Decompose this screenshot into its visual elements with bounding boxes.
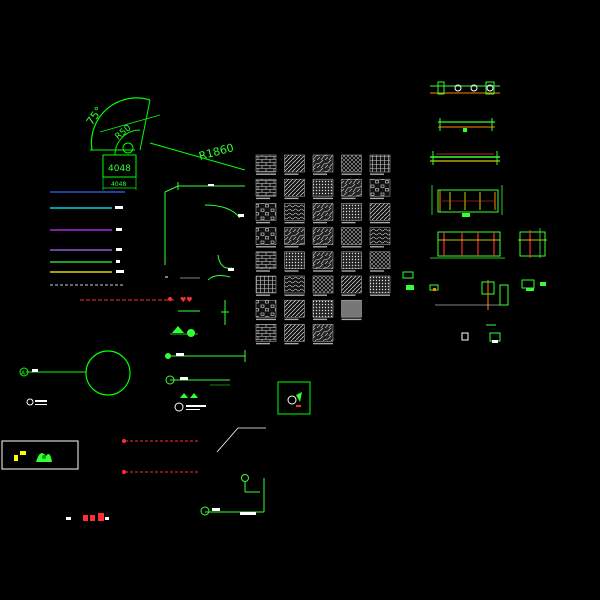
hatch-swatch-caption	[284, 221, 305, 224]
hatch-swatch	[284, 251, 305, 270]
elevation-details	[402, 81, 547, 343]
hatch-swatch-caption	[313, 197, 333, 200]
hatch-swatch	[255, 299, 277, 318]
hatch-swatch-caption	[370, 246, 384, 248]
hatch-swatch	[255, 251, 277, 270]
hatch-swatch	[255, 227, 277, 245]
plant-symbol-box	[277, 381, 311, 415]
hatch-swatch-caption	[313, 173, 327, 175]
hatch-swatch	[255, 324, 277, 342]
hatch-swatch-caption	[256, 318, 276, 321]
hatch-swatch	[341, 299, 362, 318]
hatch-swatch	[255, 178, 277, 197]
hatch-swatch	[284, 203, 305, 221]
hatch-swatch	[341, 178, 362, 197]
hatch-swatch	[284, 299, 305, 318]
hatch-swatch-caption	[370, 173, 384, 175]
hatch-swatch	[312, 178, 334, 197]
hatch-swatch-caption	[284, 318, 299, 321]
width-dimension-label: 4048	[108, 164, 131, 174]
hatch-swatch	[312, 324, 334, 342]
hatch-swatch	[312, 275, 334, 294]
hatch-swatch-caption	[284, 246, 299, 248]
hatch-swatch-caption	[370, 197, 384, 200]
small-radius-label: R50	[114, 123, 134, 142]
hatch-swatch	[369, 275, 391, 294]
hatch-swatch	[284, 154, 305, 173]
hatch-swatch-caption	[256, 342, 270, 345]
hatch-swatch-caption	[370, 270, 384, 272]
hatch-pattern-library	[255, 154, 391, 345]
bottom-pipe-route	[66, 474, 265, 521]
hatch-swatch-caption	[256, 173, 276, 175]
hatch-swatch-caption	[313, 270, 333, 272]
hatch-swatch-caption	[284, 342, 299, 345]
hatch-swatch-caption	[313, 318, 327, 321]
hatch-swatch	[369, 203, 391, 221]
hatch-swatch	[369, 178, 391, 197]
hatch-swatch	[255, 154, 277, 173]
hatch-swatch-caption	[370, 294, 390, 296]
hatch-swatch	[369, 154, 391, 173]
hatch-swatch-caption	[341, 221, 356, 224]
hatch-swatch	[312, 299, 334, 318]
hatch-swatch-caption	[341, 197, 356, 200]
hatch-swatch-caption	[284, 270, 299, 272]
hatch-swatch	[284, 275, 305, 294]
legend-box	[1, 440, 79, 470]
hatch-swatch-caption	[370, 221, 390, 224]
hatch-swatch-caption	[341, 294, 356, 296]
angle-dimension-label: 75°	[84, 104, 106, 127]
width-dimension-label-lower: 4048	[111, 181, 126, 188]
hatch-swatch-caption	[313, 221, 327, 224]
hatch-swatch-caption	[341, 318, 362, 321]
hatch-swatch	[284, 178, 305, 197]
red-dashed-lines	[122, 427, 266, 474]
hatch-swatch	[369, 227, 391, 245]
hatch-swatch-caption	[341, 246, 362, 248]
hatch-swatch-caption	[284, 294, 305, 296]
hatch-swatch	[341, 227, 362, 245]
large-radius-label: R1860	[197, 141, 235, 163]
hatch-swatch	[255, 275, 277, 294]
hatch-swatch	[255, 203, 277, 221]
hatch-swatch	[284, 227, 305, 245]
hatch-swatch-caption	[284, 173, 299, 175]
hatch-swatch-caption	[313, 246, 327, 248]
arc-dimension-detail: 75° R50 R1860 4048 4048	[84, 97, 246, 190]
hatch-swatch-caption	[256, 294, 270, 296]
hatch-swatch	[341, 251, 362, 270]
line-type-legend: ♥♥	[50, 191, 193, 304]
hatch-swatch	[312, 154, 334, 173]
hatch-swatch-caption	[313, 342, 333, 345]
hatch-swatch	[312, 227, 334, 245]
section-lines	[164, 182, 245, 337]
hatch-swatch	[369, 251, 391, 270]
pipe-routing-details	[165, 350, 246, 412]
heart-symbol: ♥♥	[180, 296, 193, 304]
hatch-swatch-caption	[256, 246, 276, 248]
hatch-swatch	[341, 203, 362, 221]
hatch-swatch	[341, 154, 362, 173]
hatch-swatch-caption	[313, 294, 327, 296]
hatch-swatch-caption	[341, 270, 356, 272]
hatch-swatch-caption	[256, 221, 270, 224]
hatch-swatch	[312, 203, 334, 221]
hatch-swatch-caption	[256, 270, 270, 272]
hatch-swatch	[341, 275, 362, 294]
hatch-swatch-caption	[284, 197, 299, 200]
hatch-swatch-caption	[341, 173, 362, 175]
hatch-swatch	[284, 324, 305, 342]
circular-pool-plan: A	[19, 350, 131, 406]
hatch-swatch	[312, 251, 334, 270]
svg-text:A: A	[21, 370, 26, 377]
hatch-swatch-caption	[256, 197, 270, 200]
